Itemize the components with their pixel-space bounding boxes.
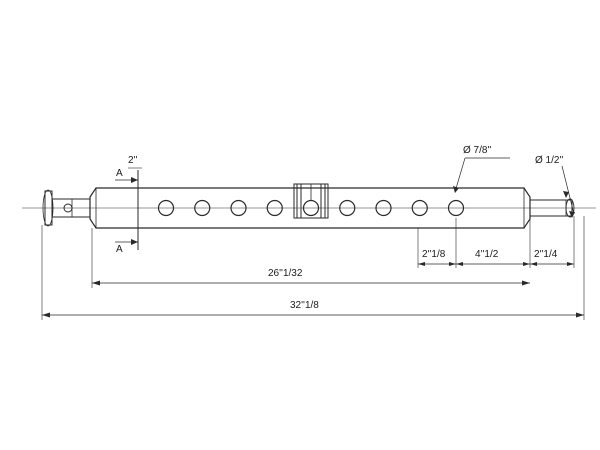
hole-diameter-label: Ø 7/8'': [463, 145, 491, 156]
hole-row: [157, 199, 465, 217]
hole: [375, 199, 392, 217]
short-dimensions: [417, 216, 575, 268]
total-length-label: 32''1/8: [290, 300, 319, 311]
pin-length-label: 2''1/4: [534, 249, 558, 260]
center-bracket: [293, 183, 329, 219]
hole: [157, 199, 175, 217]
hole: [339, 199, 356, 217]
end-to-hole-label: 2''1/8: [422, 249, 446, 260]
total-length-dimension: [41, 216, 585, 320]
hole-diameter-leader: [453, 157, 510, 193]
hole: [230, 199, 247, 217]
bar-length-label: 26''1/32: [268, 268, 303, 279]
left-pin-assembly: [42, 189, 91, 227]
bar-length-dimension: [91, 228, 530, 288]
section-marker: [115, 167, 142, 250]
section-label-bottom: A: [116, 244, 123, 255]
hole: [266, 199, 283, 217]
hole: [194, 199, 211, 217]
section-label-top: A: [116, 168, 123, 179]
pin-diameter-label: Ø 1/2'': [535, 155, 563, 166]
collar-width-label: 2'': [128, 155, 137, 166]
hole-spacing-label: 4''1/2: [475, 249, 499, 260]
hole: [302, 199, 320, 217]
pin-diameter-leader: [561, 165, 575, 218]
hole: [411, 199, 428, 217]
hole: [447, 199, 465, 217]
